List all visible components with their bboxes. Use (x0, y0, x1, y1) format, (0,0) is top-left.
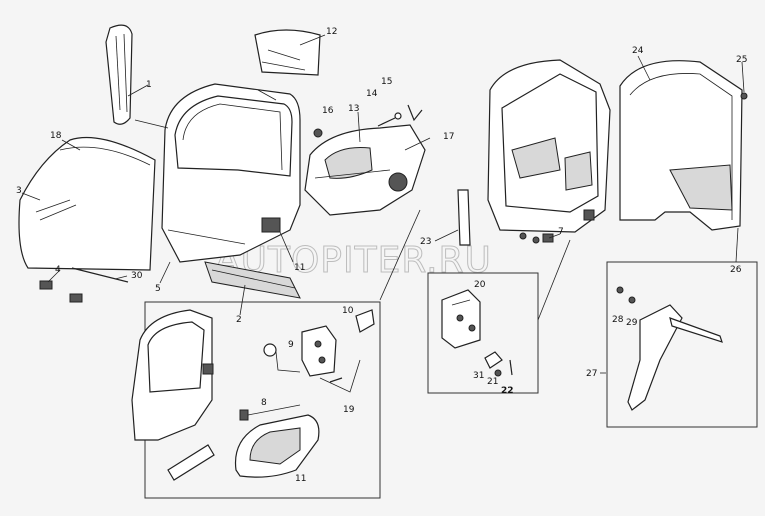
callout-13: 13 (348, 104, 359, 114)
part-4-clips (39, 280, 83, 303)
inner-door-frame (487, 59, 611, 233)
callout-19: 19 (343, 405, 355, 415)
callout-27: 27 (586, 369, 597, 379)
part-2-sill-molding (204, 261, 301, 299)
part-27-bracket (616, 286, 723, 411)
part-6-handle-bezel (167, 444, 215, 481)
part-23-bracket (457, 189, 471, 246)
lock-rods (263, 343, 361, 393)
part-20-hinge (441, 289, 481, 349)
part-14-15-bolts (377, 104, 423, 127)
callout-18: 18 (50, 131, 62, 141)
callout-17: 17 (443, 132, 454, 142)
part-30-rod (71, 267, 129, 283)
part-5-door-outer-panel (161, 83, 301, 263)
callout-9: 9 (288, 340, 294, 350)
part-19-screw (329, 377, 343, 383)
part-3-door-glass (18, 136, 156, 271)
callout-29: 29 (626, 318, 638, 328)
callout-11b: 11 (295, 474, 306, 484)
callout-26: 26 (730, 265, 742, 275)
callout-10: 10 (342, 306, 354, 316)
part-8-handle-link (239, 404, 301, 421)
callout-21: 21 (487, 377, 498, 387)
part-1-pillar-trim (105, 24, 133, 125)
callout-28: 28 (612, 315, 624, 325)
callout-4: 4 (55, 265, 61, 275)
callout-11a: 11 (294, 263, 305, 273)
callout-22: 22 (501, 386, 514, 396)
callout-8: 8 (261, 398, 267, 408)
callout-24: 24 (632, 46, 644, 56)
part-9-door-lock (301, 325, 337, 377)
callout-3: 3 (16, 186, 22, 196)
part-21-22-31-hardware (484, 351, 513, 377)
callout-31: 31 (473, 371, 484, 381)
part-16-clip (313, 128, 323, 138)
part-7-fasteners (519, 232, 554, 244)
part-13-door-trim (304, 124, 426, 216)
callout-23: 23 (420, 237, 431, 247)
part-12-weatherstrip (254, 29, 321, 76)
bracket-detail-box (606, 261, 758, 428)
callout-12: 12 (326, 27, 337, 37)
callout-7: 7 (558, 227, 564, 237)
part-25-clip (740, 92, 748, 100)
callout-30: 30 (131, 271, 143, 281)
callout-16: 16 (322, 106, 334, 116)
callout-1: 1 (146, 80, 152, 90)
part-10-striker (355, 309, 375, 333)
part-24-door-seal (619, 60, 743, 231)
leader-lines (21, 34, 745, 374)
callout-20: 20 (474, 280, 486, 290)
part-5-door-small-view (131, 309, 214, 441)
hinge-detail-box (427, 272, 539, 394)
callout-25: 25 (736, 55, 747, 65)
callout-14: 14 (366, 89, 378, 99)
callout-2: 2 (236, 315, 242, 325)
callout-5: 5 (155, 284, 161, 294)
part-11-inner-handle (234, 414, 320, 478)
callout-15: 15 (381, 77, 392, 87)
